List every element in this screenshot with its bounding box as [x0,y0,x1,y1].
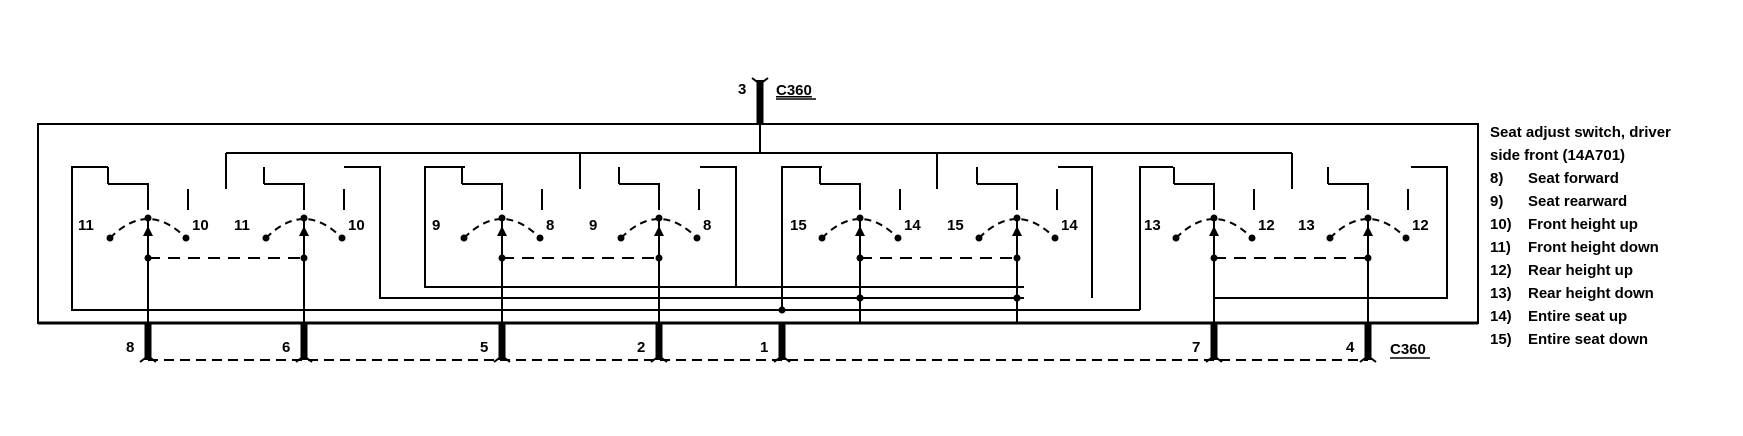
contact-label: 11 [78,217,94,234]
contact-label: 9 [589,217,597,234]
switch-contact: 11 10 [78,167,209,323]
contact-label: 12 [1412,217,1429,234]
connector-pin: 1 [760,323,791,363]
switch-contact: 13 12 [1144,167,1275,323]
legend-item: 10)Front height up [1490,216,1638,233]
contact-label: 15 [947,217,964,234]
legend-item: 9)Seat rearward [1490,193,1628,210]
legend-item: 15)Entire seat down [1490,331,1649,348]
pin-label: 4 [1346,339,1355,356]
connector-pin: 6 [282,323,313,363]
contact-label: 8 [703,217,711,234]
switch-contact: 11 10 [234,167,365,323]
pin-label: 7 [1192,339,1200,356]
contact-label: 13 [1298,217,1315,234]
contact-label: 11 [234,217,250,234]
contact-label: 14 [1061,217,1078,234]
pin-label: 2 [637,339,645,356]
junction-dot [778,306,786,314]
contact-label: 15 [790,217,807,234]
legend-title-line-1: Seat adjust switch, driver [1490,124,1671,141]
legend-item: 14)Entire seat up [1490,308,1628,325]
connector-pin: 8 [126,323,157,363]
legend-item: 12)Rear height up [1490,262,1634,279]
legend: Seat adjust switch, driver side front (1… [1490,121,1740,351]
connector-pin: 2 [637,323,668,363]
pin-label: 1 [760,339,768,356]
switch-contact: 13 12 [1298,167,1429,323]
pin-label: 8 [126,339,134,356]
contact-label: 10 [348,217,365,234]
junction-dot [1013,294,1021,302]
legend-item: 13)Rear height down [1490,285,1654,302]
legend-title-line-2: side front (14A701) [1490,147,1626,164]
bottom-connector-id: C360 [1390,341,1426,358]
contact-label: 9 [432,217,440,234]
top-connector-id: C360 [776,82,812,99]
legend-item: 8)Seat forward [1490,170,1619,187]
connector-pin: 5 [480,323,511,363]
legend-item: 11)Front height down [1490,239,1659,256]
junction-dot [856,294,864,302]
contact-label: 8 [546,217,554,234]
contact-label: 10 [192,217,209,234]
contact-label: 13 [1144,217,1161,234]
connector-pin: 7 [1192,323,1223,363]
top-pin-label: 3 [738,81,746,98]
pin-label: 6 [282,339,290,356]
contact-label: 14 [904,217,921,234]
connector-pin: 4 [1346,323,1377,363]
contact-label: 12 [1258,217,1275,234]
pin-label: 5 [480,339,488,356]
